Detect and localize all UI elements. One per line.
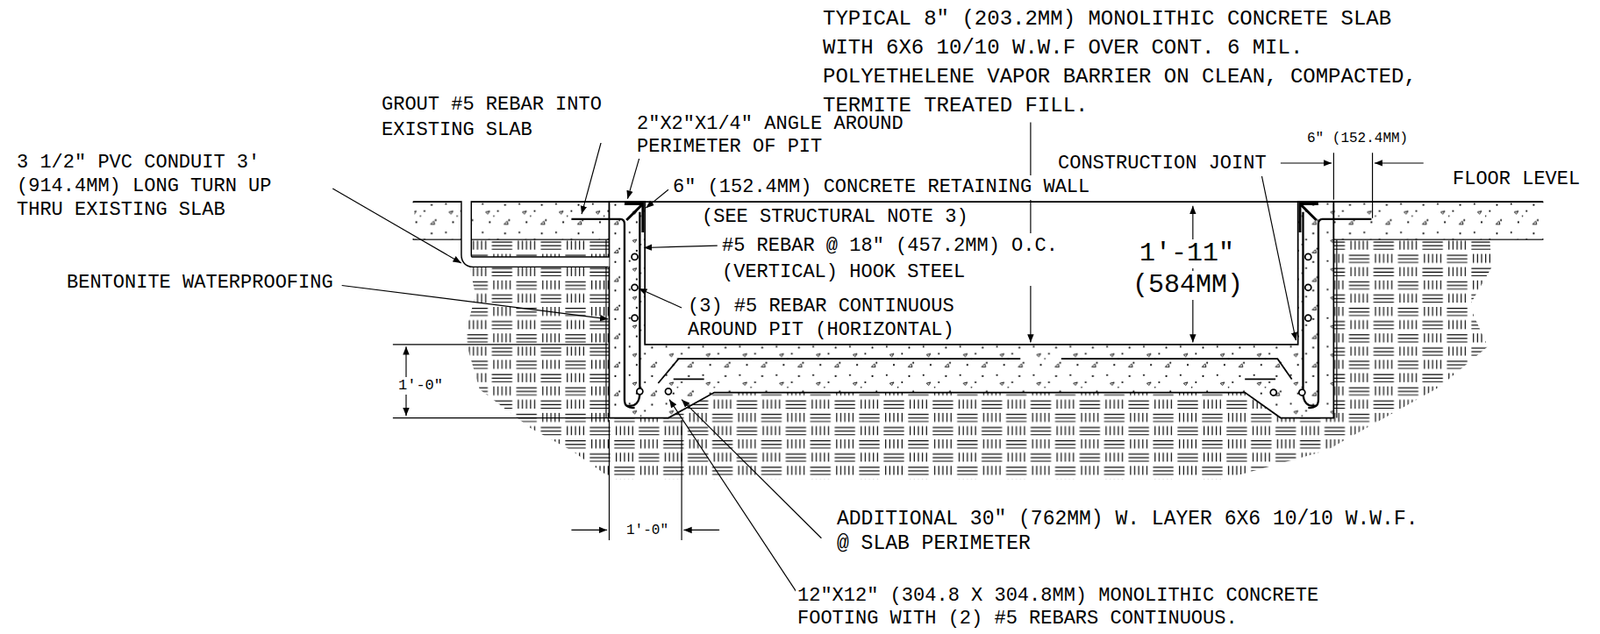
annotation-label: 6" (152.4MM) [1305, 130, 1410, 148]
angle-steel [624, 203, 1319, 233]
existing-slab [413, 201, 609, 240]
existing-slab [1333, 201, 1543, 240]
annotation-label: ADDITIONAL 30" (762MM) W. LAYER 6X6 10/1… [835, 507, 1438, 557]
wire-fabric [657, 358, 1292, 384]
existing-slab-mask [412, 202, 415, 239]
floor-line [413, 200, 1543, 203]
annotation-label: 6" (152.4MM) CONCRETE RETAINING WALL [671, 175, 1092, 200]
annotation-label: 1'-0" [396, 377, 445, 395]
annotation-label: TYPICAL 8" (203.2MM) MONOLITHIC CONCRETE… [821, 4, 1450, 121]
rebar [571, 212, 1372, 408]
annotation-label: 3 1/2" PVC CONDUIT 3' (914.4MM) LONG TUR… [14, 150, 315, 222]
dimension-line [392, 152, 1424, 541]
pit-concrete [608, 201, 1334, 418]
annotation-label: (3) #5 REBAR CONTINUOUS AROUND PIT (HORI… [685, 294, 962, 343]
annotation-label: (SEE STRUCTURAL NOTE 3) [700, 205, 971, 230]
bentonite-line [1335, 239, 1337, 418]
conduit [466, 201, 609, 263]
existing-slab-mask [1542, 202, 1544, 239]
annotation-label: 1'-11" [1137, 239, 1236, 269]
annotation-label: 1'-0" [624, 522, 671, 540]
annotation-label: GROUT #5 REBAR INTO EXISTING SLAB [379, 92, 609, 143]
annotation-label: 2"X2"X1/4" ANGLE AROUND PERIMETER OF PIT [635, 113, 911, 159]
conduit [466, 200, 610, 263]
annotation-label: 12"X12" (304.8 X 304.8MM) MONOLITHIC CON… [795, 585, 1327, 631]
annotation-label: CONSTRUCTION JOINT [1056, 151, 1269, 177]
annotation-label: (584MM) [1130, 271, 1245, 300]
annotation-label: #5 REBAR @ 18" (457.2MM) O.C. (VERTICAL)… [720, 233, 1065, 286]
annotation-label: BENTONITE WATERPROOFING [64, 271, 336, 296]
annotation-label: FLOOR LEVEL [1450, 167, 1582, 193]
